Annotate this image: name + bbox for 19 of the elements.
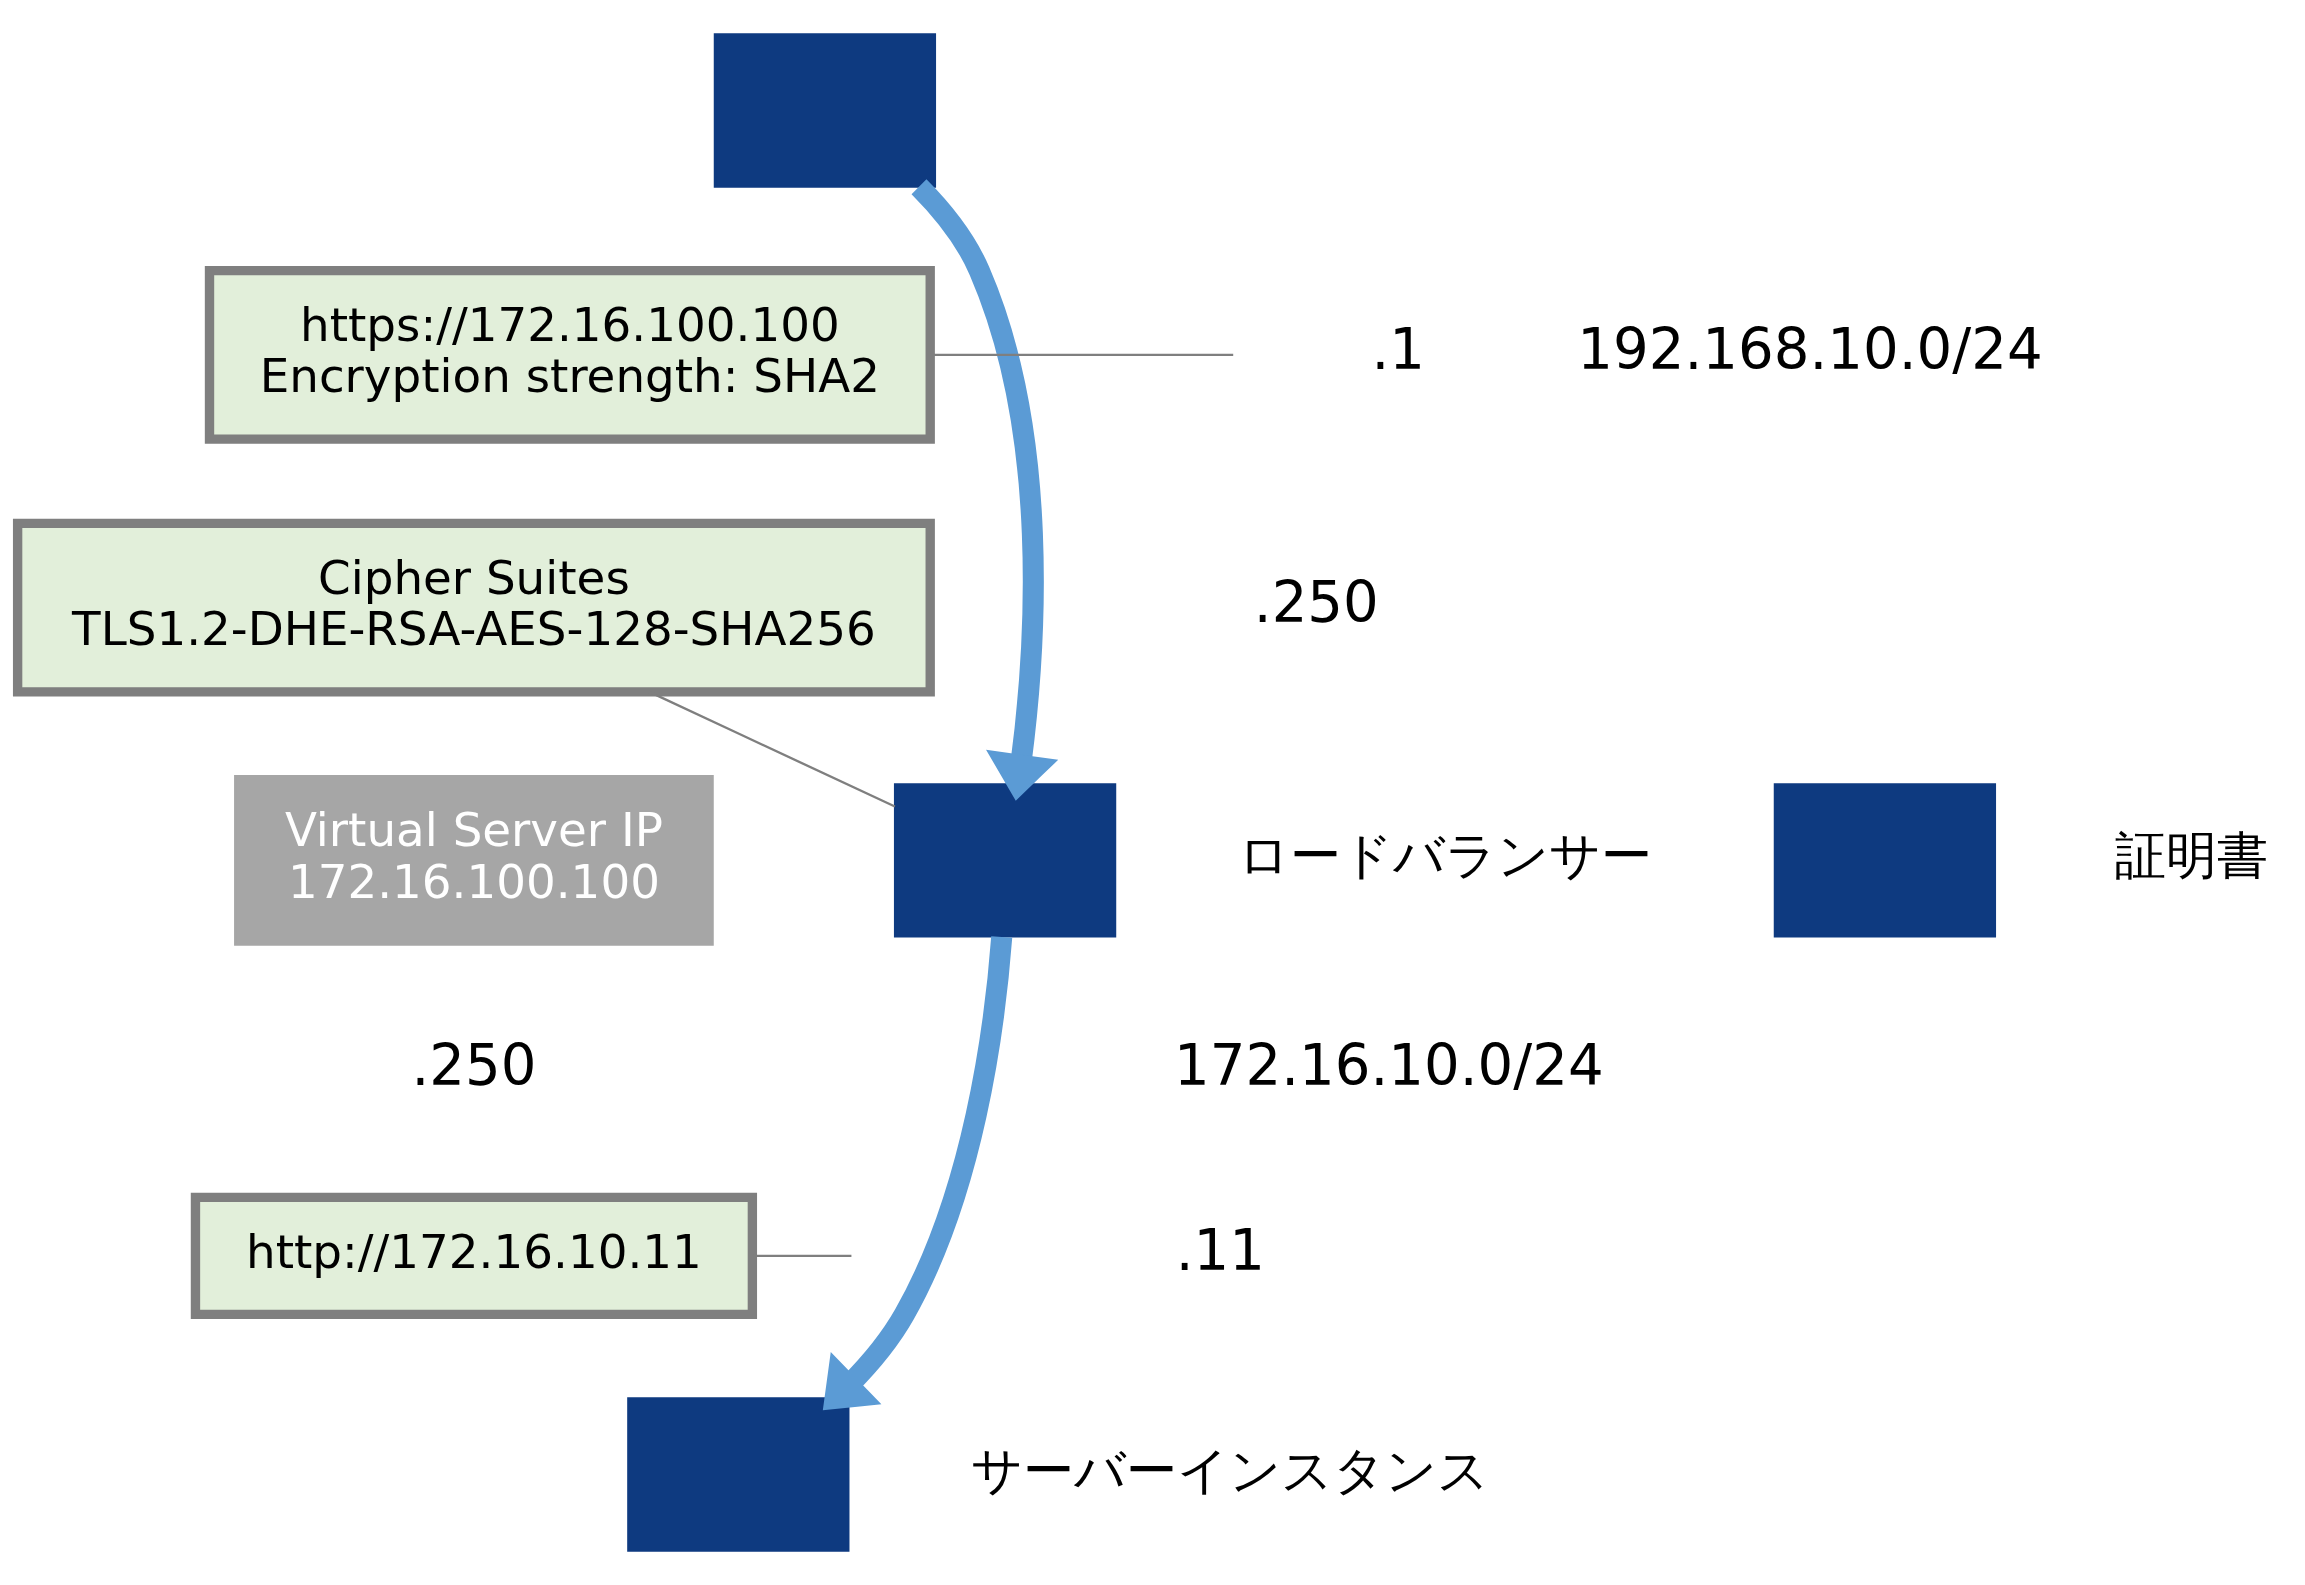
node-box [1773,783,1997,938]
node-box: http://172.16.10.11 [190,1192,758,1319]
label: .250 [1253,570,1379,636]
label: 172.16.10.0/24 [1174,1033,1604,1099]
label: 192.168.10.0/24 [1577,317,2043,383]
node-box: Cipher Suites TLS1.2-DHE-RSA-AES-128-SHA256 [12,518,935,697]
arrow [911,179,1059,801]
node-box [893,783,1117,938]
node-box: Virtual Server IP 172.16.100.100 [234,774,714,946]
node-box [713,33,937,188]
arrow [822,936,1013,1411]
label: .250 [411,1033,537,1099]
node-label: サーバーインスタンス [970,1439,1489,1500]
node-label: 証明書 [2114,825,2268,886]
label: .11 [1175,1218,1266,1284]
node-label: ロードバランサー [1237,825,1652,886]
node-box: https://172.16.100.100 Encryption strength: SHA2 [204,266,935,444]
label: .1 [1371,317,1425,383]
node-box [627,1397,850,1552]
